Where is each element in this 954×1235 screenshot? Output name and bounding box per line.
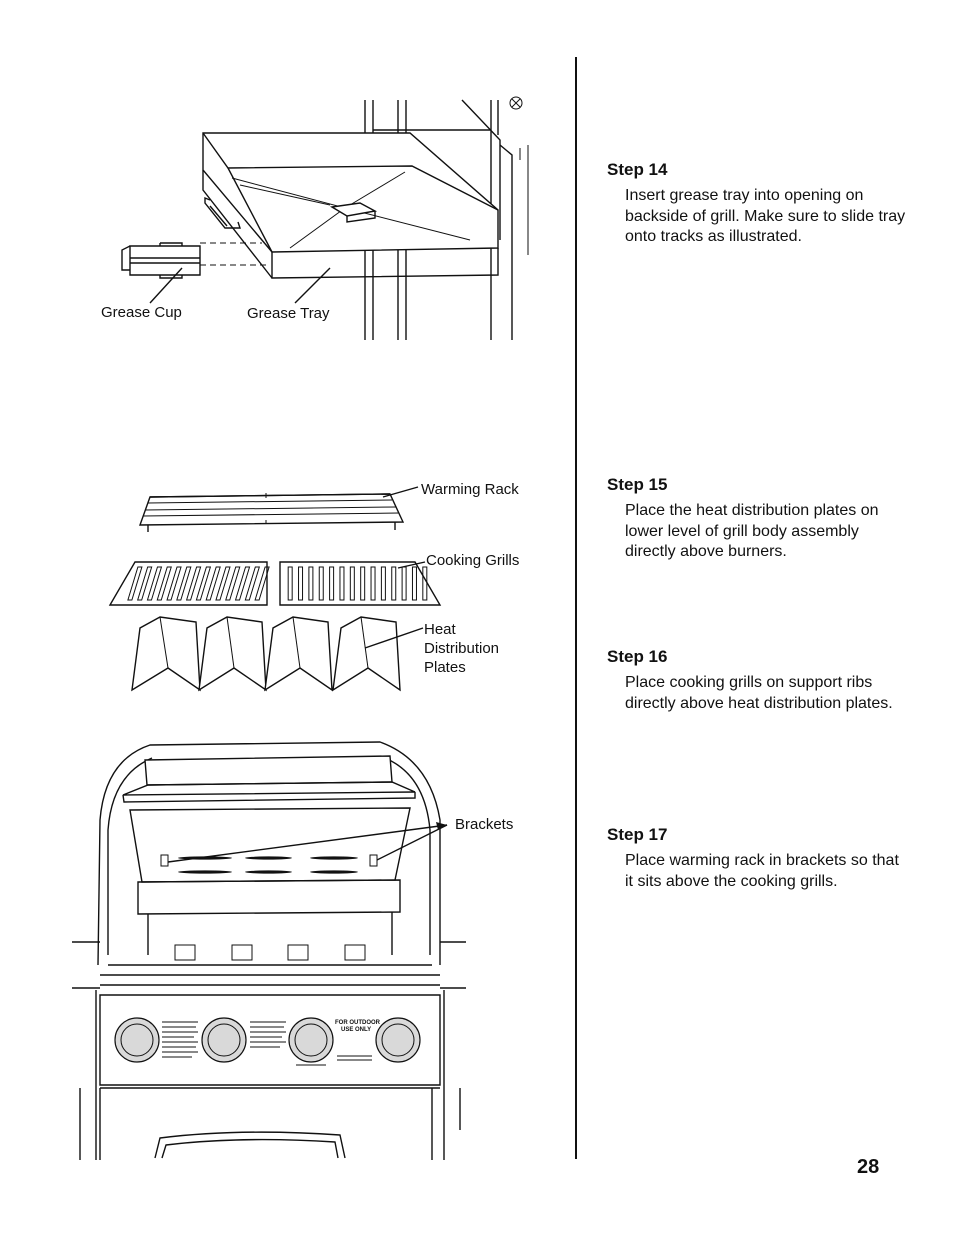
step-17-title: Step 17 [607, 825, 668, 844]
label-grease-tray: Grease Tray [247, 305, 330, 322]
label-heat-distribution-3: Plates [424, 659, 466, 676]
grill-brackets-figure: FOR OUTDOOR USE ONLY Brackets [72, 741, 513, 1160]
label-brackets: Brackets [455, 816, 513, 833]
panel-outdoor-line-1: FOR OUTDOOR [335, 1020, 381, 1026]
label-grease-cup: Grease Cup [101, 304, 182, 321]
step-14-text: Insert grease tray into opening on backs… [625, 187, 906, 245]
page-number: 28 [857, 1156, 880, 1178]
step-15-text: Place the heat distribution plates on lo… [625, 502, 879, 560]
step-17-text: Place warming rack in brackets so that i… [625, 852, 899, 890]
label-heat-distribution-1: Heat [424, 621, 457, 638]
cooking-parts-figure: Warming Rack Cooking Grills Heat Distrib… [108, 481, 519, 692]
label-cooking-grills: Cooking Grills [426, 552, 519, 569]
panel-outdoor-line-2: USE ONLY [341, 1027, 371, 1033]
label-warming-rack: Warming Rack [421, 481, 519, 498]
step-14: Step 14 Insert grease tray into opening … [607, 160, 907, 248]
step-14-title: Step 14 [607, 160, 668, 179]
step-17: Step 17 Place warming rack in brackets s… [607, 825, 907, 892]
assembly-illustrations: Grease Cup Grease Tray [72, 96, 529, 1160]
step-15-title: Step 15 [607, 475, 668, 494]
column-divider [575, 57, 577, 1159]
label-heat-distribution-2: Distribution [424, 640, 499, 657]
control-knob [201, 1017, 247, 1063]
step-16-text: Place cooking grills on support ribs dir… [625, 674, 893, 712]
step-16: Step 16 Place cooking grills on support … [607, 647, 907, 714]
step-15: Step 15 Place the heat distribution plat… [607, 475, 907, 563]
grease-tray-figure: Grease Cup Grease Tray [101, 96, 529, 340]
step-16-title: Step 16 [607, 647, 668, 666]
control-knob [375, 1017, 421, 1063]
control-knob [114, 1017, 160, 1063]
control-knob [288, 1017, 334, 1063]
